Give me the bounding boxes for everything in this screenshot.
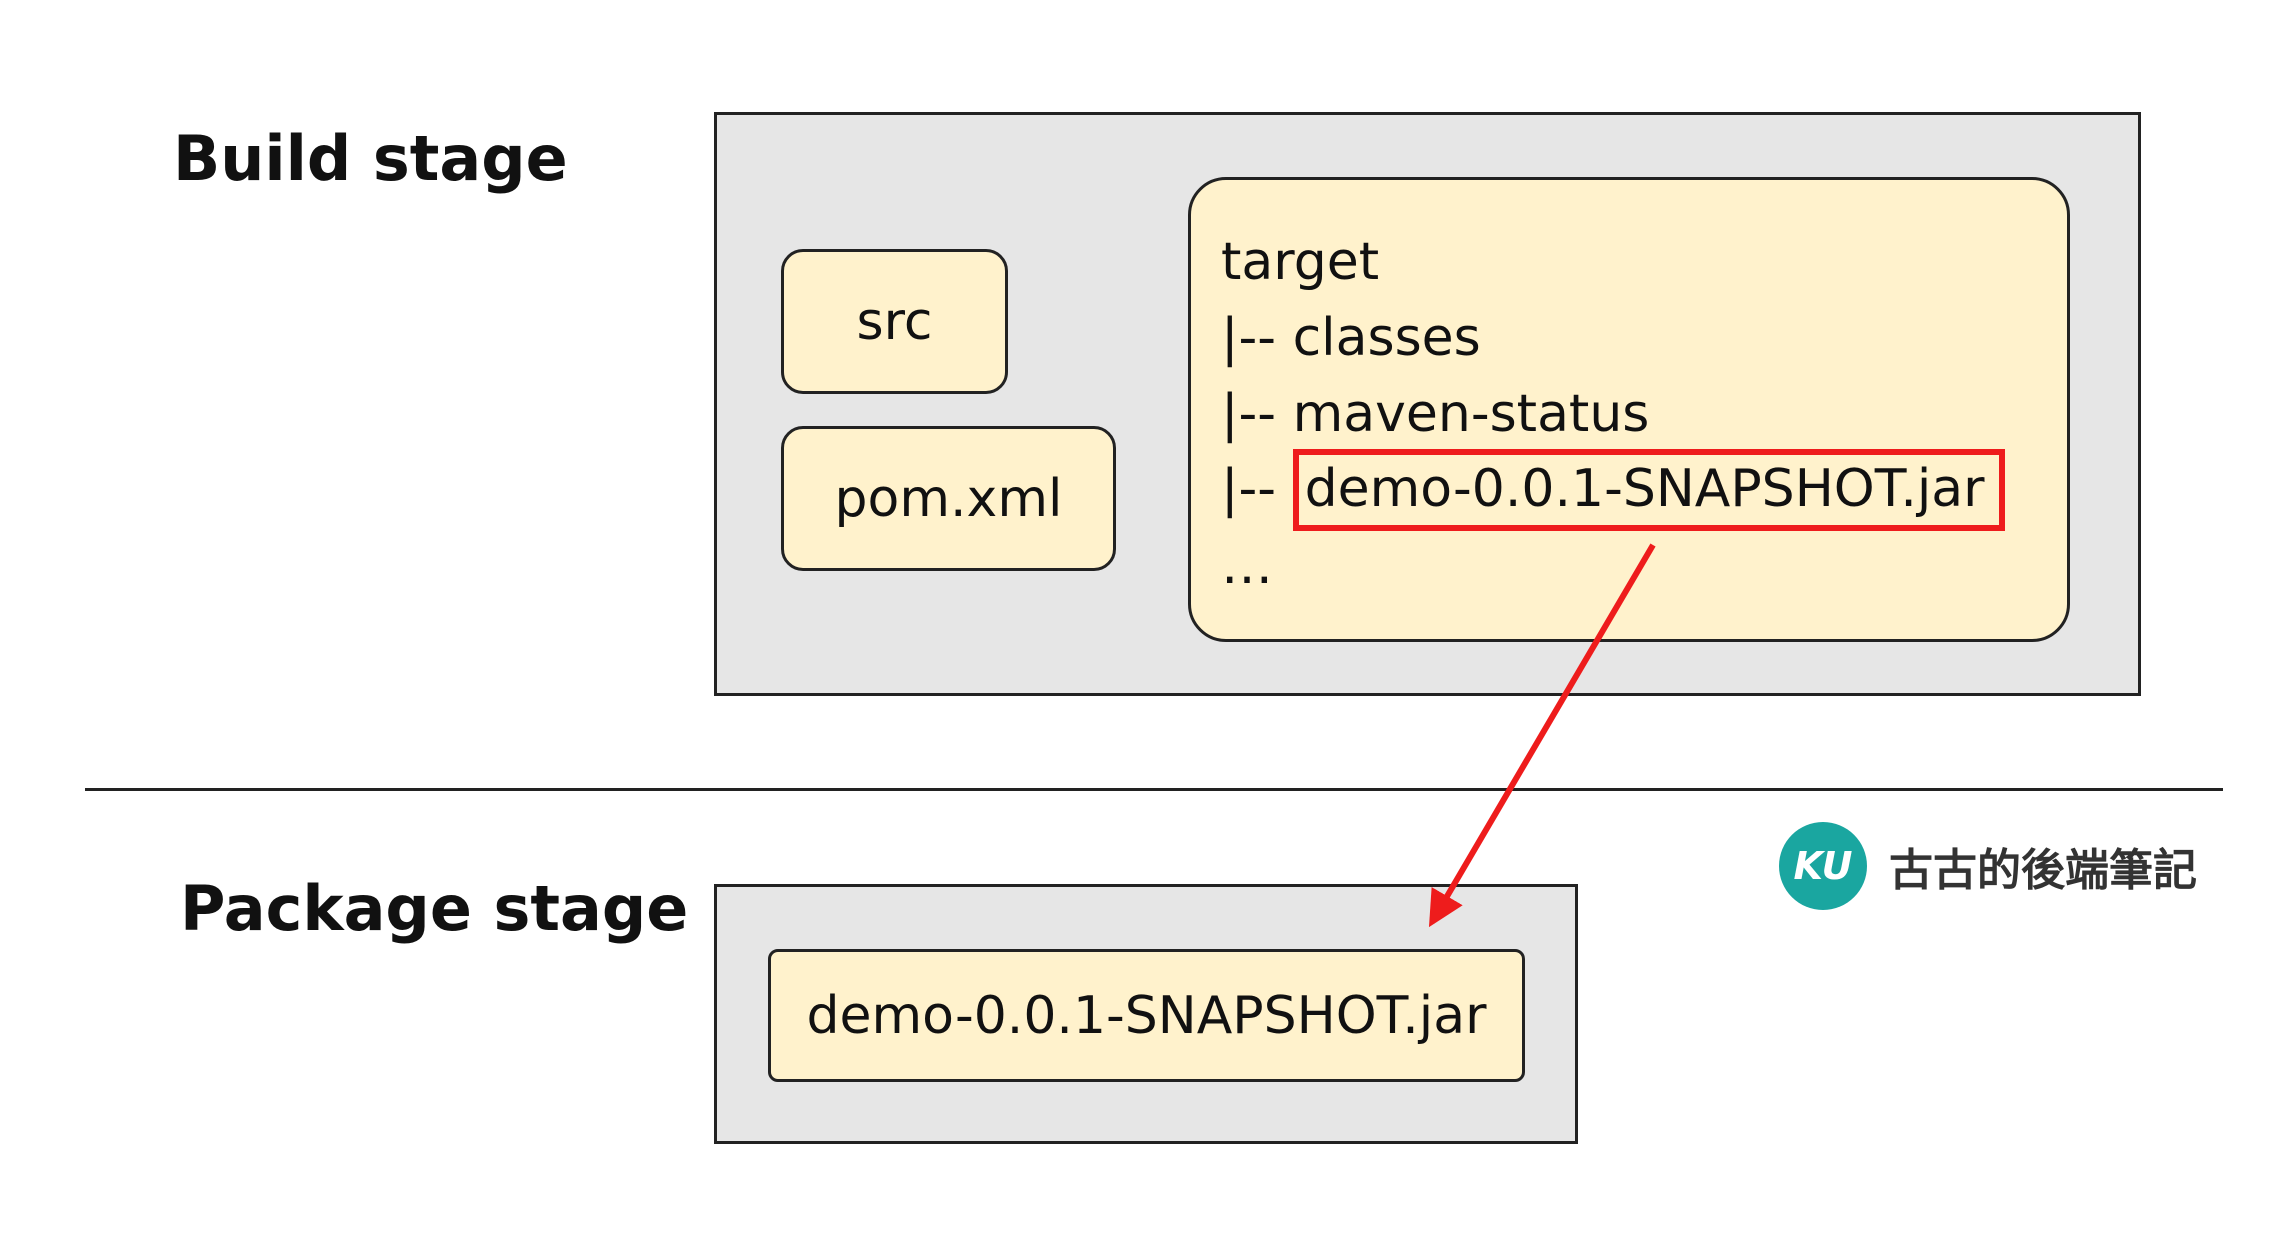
package-stage-label: Package stage: [180, 872, 689, 945]
tree-root-target: target: [1221, 232, 1380, 292]
tree-item-label: maven-status: [1292, 384, 1650, 444]
tree-branch-prefix: |--: [1221, 459, 1293, 519]
jar-highlight-box: demo-0.0.1-SNAPSHOT.jar: [1292, 449, 2005, 531]
watermark-text: 古古的後端筆記: [1889, 845, 2197, 896]
tree-item-maven-status: |-- maven-status: [1221, 388, 1649, 440]
build-stage-label: Build stage: [173, 122, 568, 195]
pom-label: pom.xml: [834, 468, 1063, 529]
tree-branch-prefix: |--: [1221, 308, 1293, 368]
watermark: KU 古古的後端筆記: [1779, 822, 2197, 910]
tree-branch-prefix: |--: [1221, 384, 1293, 444]
tree-item-label: classes: [1292, 308, 1481, 368]
src-box: src: [781, 249, 1008, 394]
package-jar-box: demo-0.0.1-SNAPSHOT.jar: [768, 949, 1525, 1082]
tree-ellipsis: …: [1221, 536, 1273, 596]
package-jar-label: demo-0.0.1-SNAPSHOT.jar: [806, 985, 1487, 1046]
tree-item-jar-label: demo-0.0.1-SNAPSHOT.jar: [1304, 459, 1985, 519]
pom-xml-box: pom.xml: [781, 426, 1116, 571]
src-label: src: [856, 291, 933, 352]
tree-item-jar: |-- demo-0.0.1-SNAPSHOT.jar: [1221, 449, 2005, 531]
ku-logo-icon: KU: [1779, 822, 1867, 910]
stage-divider: [85, 788, 2223, 791]
tree-item-classes: |-- classes: [1221, 312, 1481, 364]
